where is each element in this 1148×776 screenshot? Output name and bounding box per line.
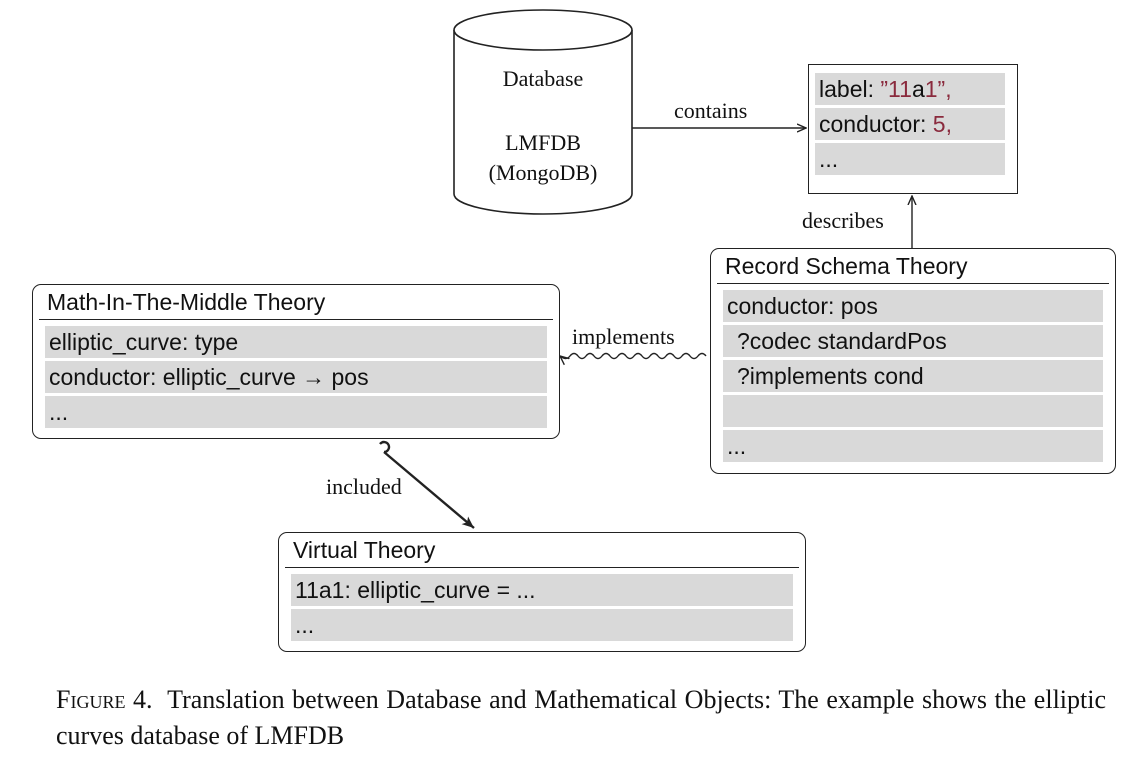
- record-schema-row: ?codec standardPos: [723, 325, 1103, 357]
- caption-text: Translation between Database and Mathema…: [56, 685, 1107, 750]
- database-engine: (MongoDB): [488, 160, 598, 185]
- database-record: label: ”11a1”, conductor: 5, ...: [808, 64, 1018, 194]
- mitm-theory-row: elliptic_curve: type: [45, 326, 547, 358]
- implements-label: implements: [572, 324, 675, 349]
- record-row-label: label: ”11a1”,: [815, 73, 1005, 105]
- database-label: Database LMFDB (MongoDB): [454, 64, 632, 188]
- record-row-conductor: conductor: 5,: [815, 108, 1005, 140]
- included-hook-arrow: [379, 440, 475, 529]
- database-cylinder-icon: [453, 9, 633, 215]
- record-row-ellipsis: ...: [815, 143, 1005, 175]
- record-label-value: ”11a1”,: [880, 76, 952, 102]
- record-schema-row: ?implements cond: [723, 360, 1103, 392]
- included-label: included: [326, 474, 402, 499]
- contains-label: contains: [674, 98, 748, 123]
- database-name: LMFDB: [505, 130, 581, 155]
- describes-label: describes: [802, 208, 884, 233]
- mitm-theory-title: Math-In-The-Middle Theory: [39, 285, 553, 320]
- virtual-theory-box: Virtual Theory 11a1: elliptic_curve = ..…: [278, 532, 806, 652]
- math-in-the-middle-theory-box: Math-In-The-Middle Theory elliptic_curve…: [32, 284, 560, 439]
- figure-caption: Figure 4. Translation between Database a…: [56, 682, 1106, 754]
- database-title: Database: [502, 66, 584, 91]
- record-schema-row: [723, 395, 1103, 427]
- mitm-theory-row: ...: [45, 396, 547, 428]
- record-schema-row: ...: [723, 430, 1103, 462]
- figure-number: Figure 4.: [56, 685, 153, 714]
- record-schema-row: conductor: pos: [723, 290, 1103, 322]
- virtual-theory-row: ...: [291, 609, 793, 641]
- virtual-theory-row: 11a1: elliptic_curve = ...: [291, 574, 793, 606]
- implements-wavy-arrow: [560, 352, 707, 359]
- virtual-theory-title: Virtual Theory: [285, 533, 799, 568]
- mitm-theory-row: conductor: elliptic_curve → pos: [45, 361, 547, 393]
- record-schema-theory-box: Record Schema Theory conductor: pos ?cod…: [710, 248, 1116, 474]
- record-schema-theory-title: Record Schema Theory: [717, 249, 1109, 284]
- record-conductor-key: conductor:: [819, 111, 927, 137]
- record-label-key: label:: [819, 76, 874, 102]
- record-conductor-value: 5,: [932, 111, 952, 137]
